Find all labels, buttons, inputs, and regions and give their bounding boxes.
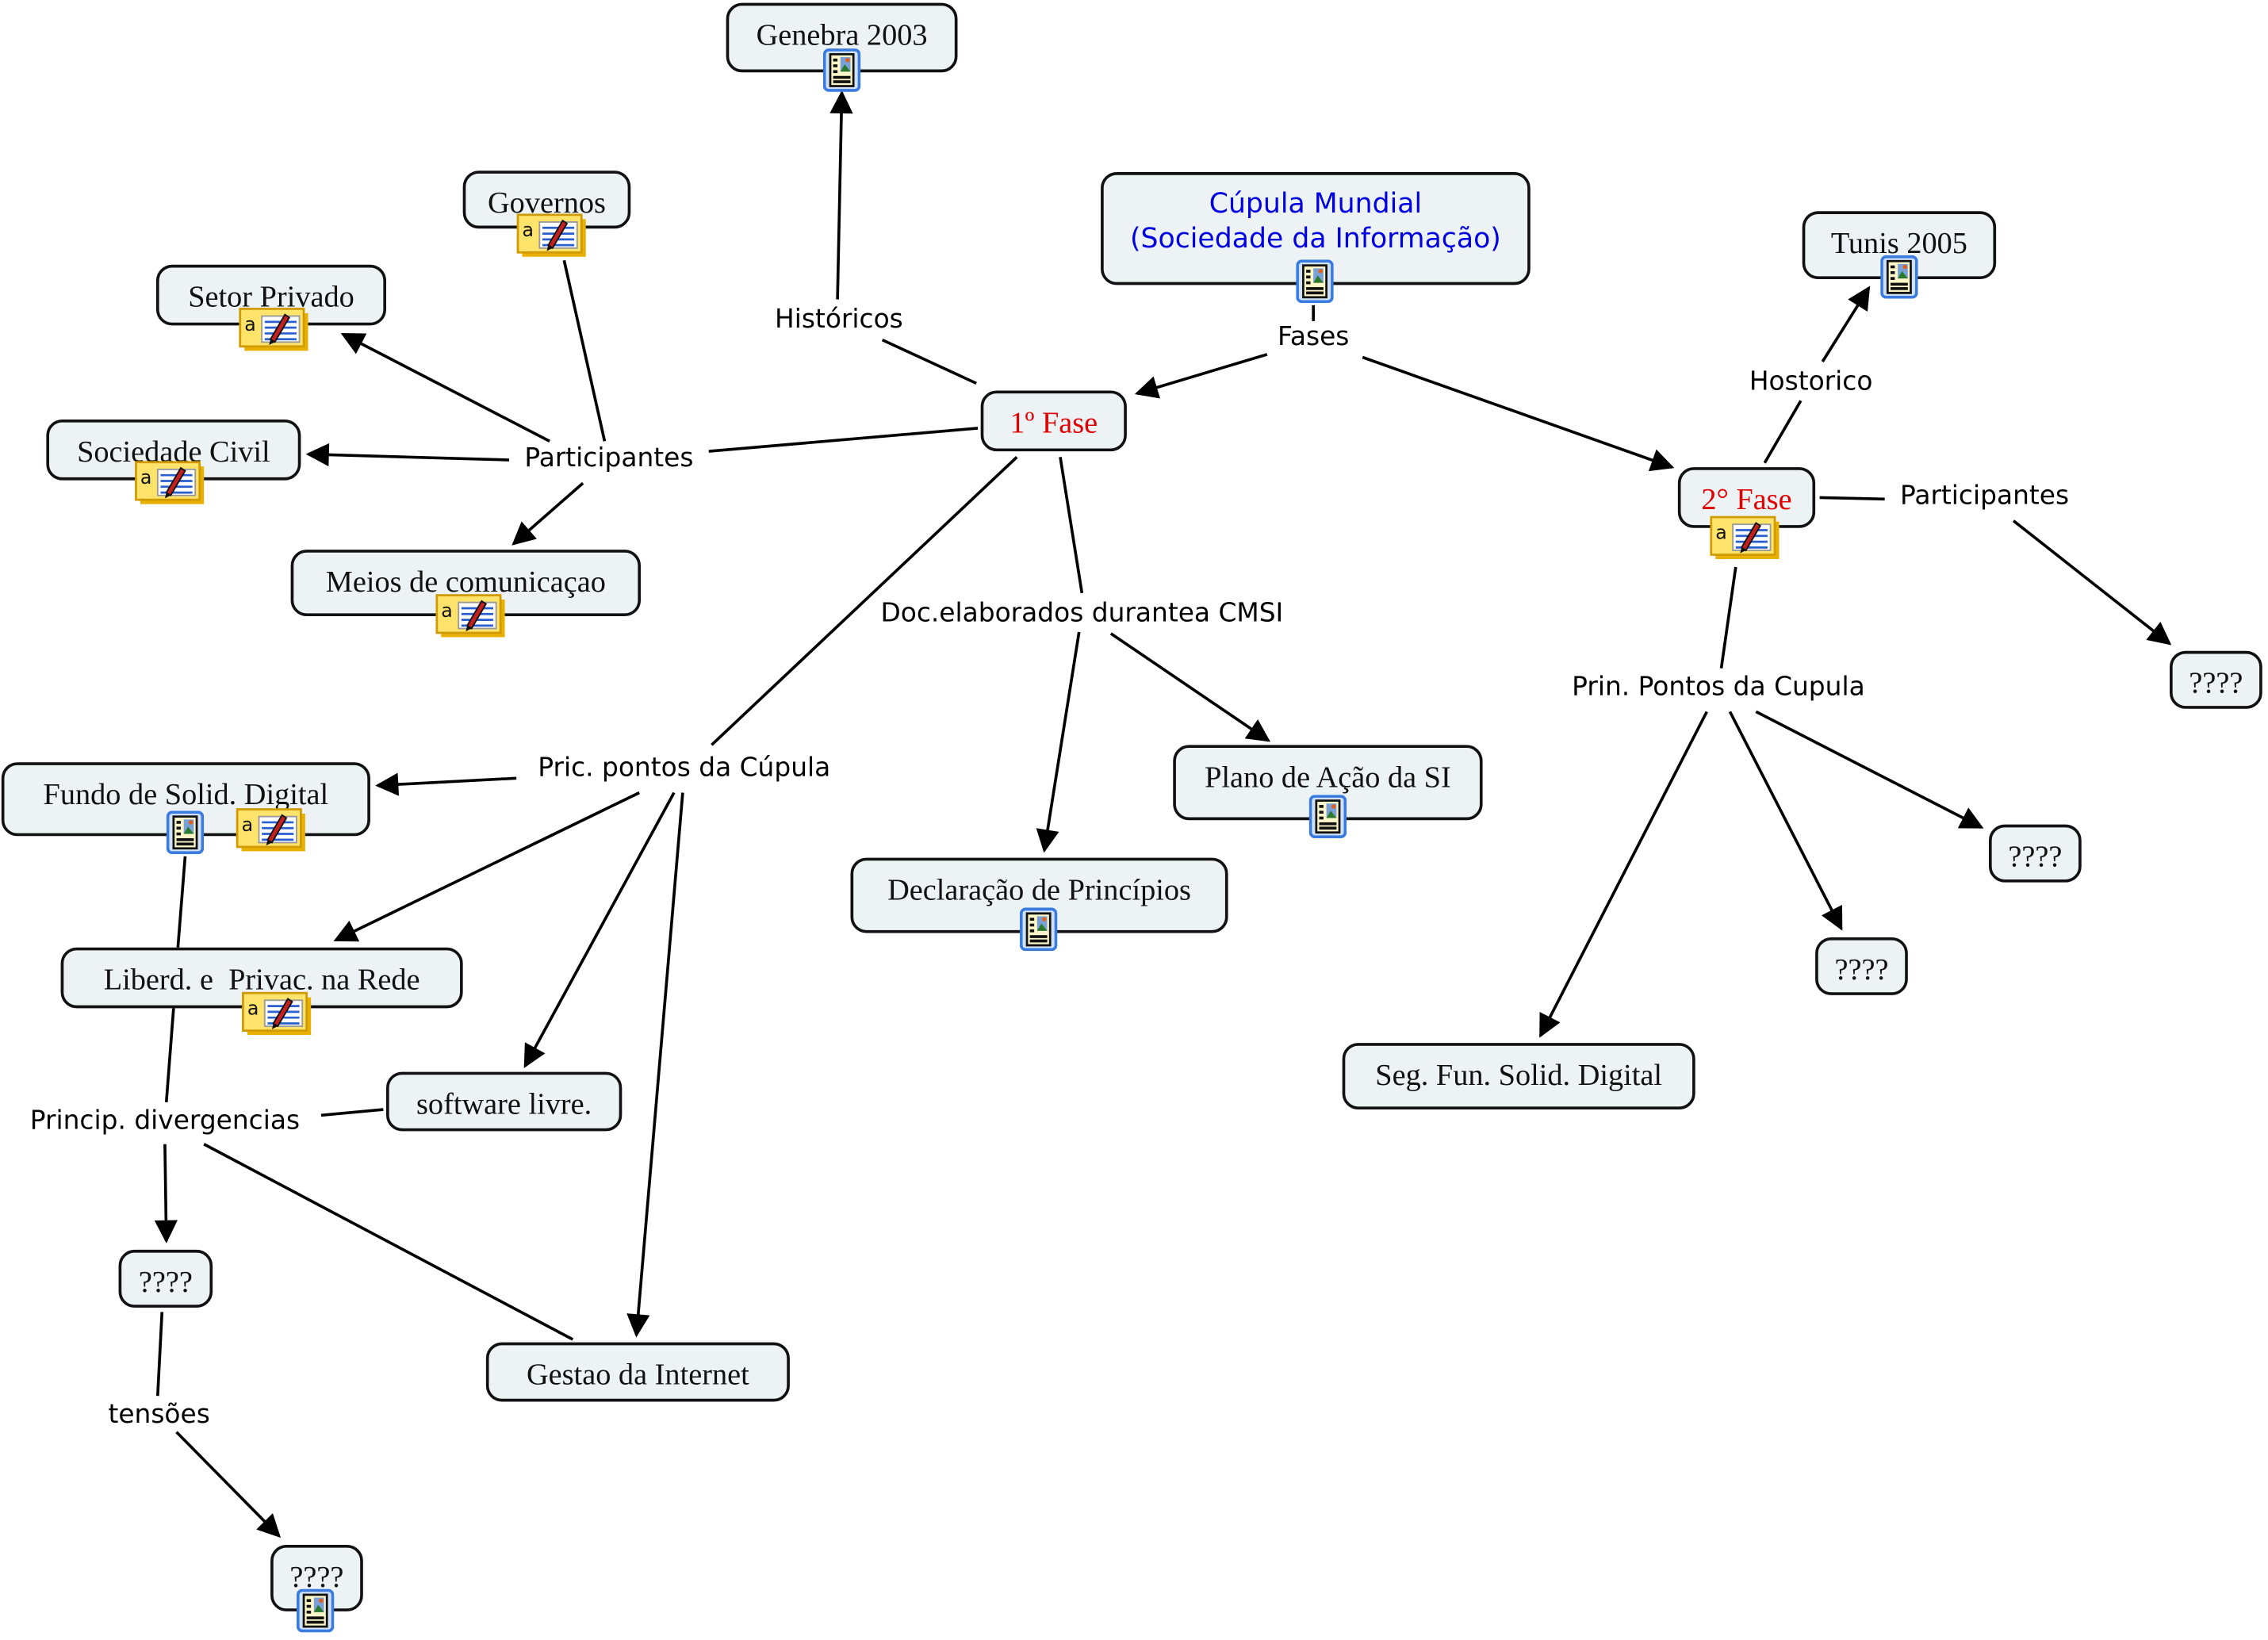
edge-q-tensoes bbox=[155, 1312, 164, 1397]
concept-label-line1: Cúpula Mundial bbox=[1209, 188, 1423, 220]
edge-participantes-sociedade-civil bbox=[305, 443, 510, 467]
link-historicos[interactable]: Históricos bbox=[772, 304, 906, 335]
edge-pric-software bbox=[523, 791, 676, 1068]
concept-label: 2° Fase bbox=[1701, 481, 1792, 517]
link-participantes[interactable]: Participantes bbox=[521, 443, 697, 474]
concept-label-line2: (Sociedade da Informação) bbox=[1130, 222, 1501, 255]
svg-text:a: a bbox=[1715, 521, 1727, 543]
concept-label: Plano de Ação da SI bbox=[1205, 759, 1451, 795]
link-fases[interactable]: Fases bbox=[1274, 321, 1353, 353]
concept-label: Genebra 2003 bbox=[756, 17, 928, 52]
edge-tensoes-q bbox=[175, 1431, 282, 1538]
concept-gestao-internet[interactable]: Gestao da Internet bbox=[485, 1342, 790, 1402]
edge-princip-q bbox=[154, 1144, 178, 1243]
link-princip-divergencias[interactable]: Princip. divergencias bbox=[27, 1105, 303, 1136]
text-note-resource-icon[interactable]: a bbox=[435, 594, 508, 647]
concept-label: Tunis 2005 bbox=[1830, 225, 1967, 261]
svg-text:a: a bbox=[247, 998, 259, 1020]
document-resource-icon[interactable] bbox=[166, 810, 205, 861]
concept-label: ???? bbox=[289, 1559, 344, 1595]
concept-label: Declaração de Princípios bbox=[887, 872, 1191, 907]
concept-label: Liberd. e Privac. na Rede bbox=[103, 961, 420, 997]
concept-declaracao-principios[interactable]: Declaração de Princípios bbox=[850, 857, 1228, 933]
concept-label: Meios de comunicaçao bbox=[325, 564, 606, 600]
svg-text:a: a bbox=[244, 313, 256, 335]
edge-fase1-doc bbox=[1059, 457, 1084, 594]
edge-liberd-princip bbox=[164, 1008, 175, 1103]
concept-label: ???? bbox=[2189, 665, 2243, 700]
edge-princip-gestao bbox=[203, 1143, 574, 1341]
edge-doc-declaracao bbox=[1036, 631, 1081, 853]
concept-1-fase[interactable]: 1º Fase bbox=[980, 390, 1127, 452]
concept-label: ???? bbox=[1834, 952, 1889, 987]
text-note-resource-icon[interactable]: a bbox=[239, 308, 311, 361]
concept-label: Gestao da Internet bbox=[526, 1356, 749, 1392]
link-tensoes[interactable]: tensões bbox=[105, 1399, 213, 1431]
text-note-resource-icon[interactable]: a bbox=[1710, 515, 1782, 569]
edge-hostorico-tunis bbox=[1821, 285, 1871, 362]
link-prin-pontos[interactable]: Prin. Pontos da Cupula bbox=[1569, 672, 1868, 703]
edge-fase2-participantes bbox=[1819, 496, 1885, 501]
text-note-resource-icon[interactable]: a bbox=[242, 991, 314, 1044]
edge-fase1-participantes bbox=[708, 427, 979, 453]
concept-fundo-solid-digital[interactable]: Fundo de Solid. Digital bbox=[1, 762, 370, 837]
concept-label: ???? bbox=[138, 1264, 193, 1299]
edge-fase2-hostorico bbox=[1763, 400, 1803, 464]
edge-participantes-q bbox=[2012, 519, 2172, 646]
link-participantes-2[interactable]: Participantes bbox=[1897, 481, 2072, 512]
text-note-resource-icon[interactable]: a bbox=[516, 213, 588, 266]
edge-fase1-pric bbox=[711, 456, 1018, 746]
svg-text:a: a bbox=[522, 219, 534, 241]
edge-participantes-meios bbox=[511, 481, 584, 546]
document-resource-icon[interactable] bbox=[1308, 795, 1347, 845]
concept-unknown-participantes[interactable]: ???? bbox=[2170, 650, 2262, 709]
document-resource-icon[interactable] bbox=[1880, 255, 1918, 306]
concept-sociedade-civil[interactable]: Sociedade Civil bbox=[46, 419, 301, 481]
link-pric-pontos[interactable]: Pric. pontos da Cúpula bbox=[534, 753, 833, 784]
edge-pric-fundo bbox=[375, 772, 517, 796]
edge-pric-liberd bbox=[333, 791, 641, 942]
concept-software-livre[interactable]: software livre. bbox=[386, 1071, 623, 1132]
edge-participantes-governos bbox=[562, 259, 607, 442]
concept-label: software livre. bbox=[416, 1086, 592, 1121]
concept-label: 1º Fase bbox=[1009, 404, 1098, 440]
concept-unknown-pontos-2[interactable]: ???? bbox=[1815, 937, 1908, 995]
concept-label: Fundo de Solid. Digital bbox=[43, 776, 329, 812]
document-resource-icon[interactable] bbox=[296, 1588, 335, 1640]
document-resource-icon[interactable] bbox=[1296, 259, 1334, 310]
link-doc-elaborados[interactable]: Doc.elaborados durantea CMSI bbox=[877, 598, 1286, 629]
concept-unknown-pontos-1[interactable]: ???? bbox=[1989, 824, 2082, 883]
concept-label: Seg. Fun. Solid. Digital bbox=[1375, 1057, 1663, 1093]
edge-prin-q-b bbox=[1755, 710, 1984, 829]
concept-label: ???? bbox=[2008, 838, 2063, 874]
edge-historicos-genebra bbox=[829, 90, 853, 300]
document-resource-icon[interactable] bbox=[822, 48, 861, 99]
edge-fundo-liberd bbox=[176, 856, 187, 948]
text-note-resource-icon[interactable]: a bbox=[135, 461, 207, 514]
text-note-resource-icon[interactable]: a bbox=[236, 808, 308, 861]
edge-prin-q-a bbox=[1728, 711, 1843, 931]
edge-fase1-historicos bbox=[881, 338, 977, 385]
edge-fases-fase2 bbox=[1362, 355, 1675, 472]
edge-software-princip bbox=[320, 1108, 384, 1117]
document-resource-icon[interactable] bbox=[1019, 907, 1058, 959]
concept-unknown-divergencias[interactable]: ???? bbox=[118, 1249, 213, 1308]
concept-plano-acao[interactable]: Plano de Ação da SI bbox=[1173, 745, 1483, 821]
edge-participantes-setor-privado bbox=[340, 332, 550, 443]
svg-text:a: a bbox=[242, 814, 254, 836]
edge-prin-seg bbox=[1538, 711, 1708, 1038]
edge-pric-gestao bbox=[626, 792, 684, 1338]
link-hostorico[interactable]: Hostorico bbox=[1746, 366, 1876, 397]
edge-doc-plano bbox=[1109, 632, 1271, 742]
svg-text:a: a bbox=[441, 600, 453, 622]
concept-seg-fun-solid-digital[interactable]: Seg. Fun. Solid. Digital bbox=[1342, 1043, 1695, 1110]
edge-fase2-prin bbox=[1719, 566, 1737, 669]
svg-text:a: a bbox=[140, 466, 152, 489]
edge-fases-fase1 bbox=[1134, 353, 1268, 399]
